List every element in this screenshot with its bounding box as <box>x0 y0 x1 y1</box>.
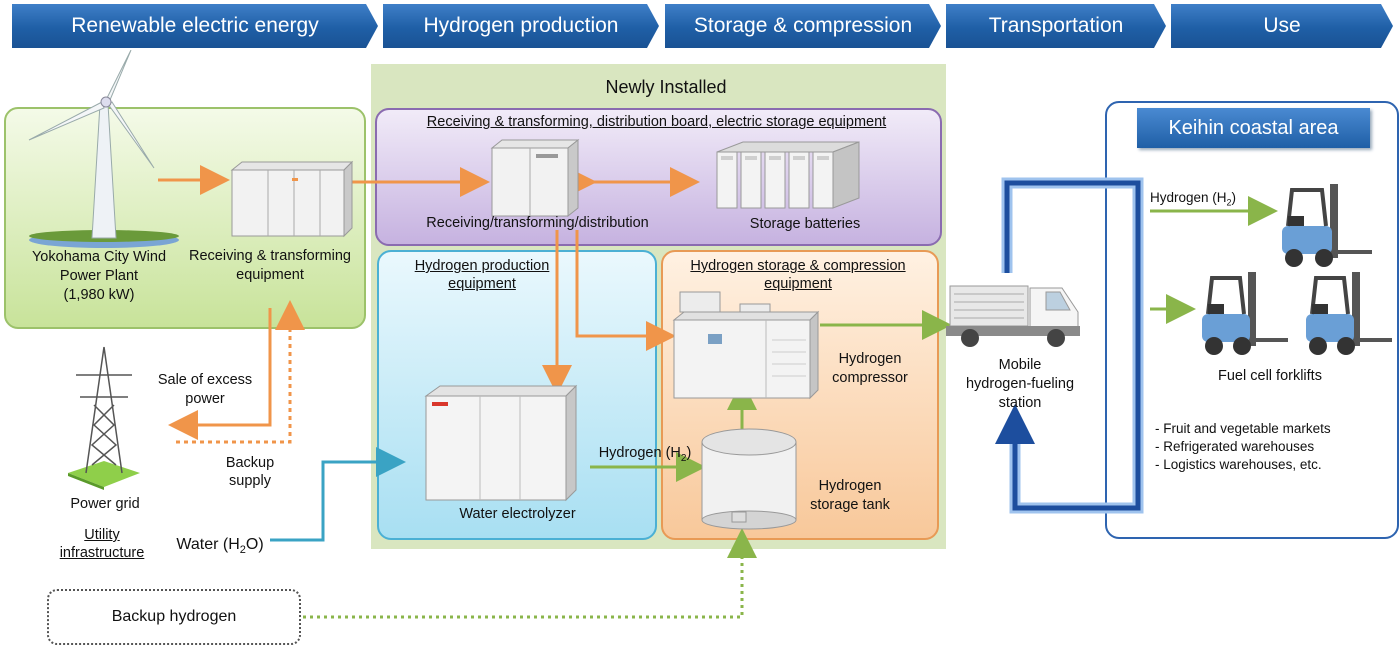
stage-transportation: Transportation <box>946 4 1166 48</box>
receiving-equipment-label-1: Receiving & transforming <box>189 248 351 264</box>
forklift-icon-3 <box>1306 272 1392 355</box>
hydrogen-flow-label: Hydrogen (H2) <box>598 445 692 464</box>
forklift-icon-1 <box>1282 184 1372 267</box>
hydrogen-truck-icon <box>946 285 1080 347</box>
mobile-station-label-1: Mobile <box>998 357 1042 373</box>
mobile-station-label-3: station <box>998 395 1042 411</box>
backup-hydrogen-box <box>47 589 301 645</box>
tank-label-1: Hydrogen <box>818 478 882 494</box>
use-item-1: - Fruit and vegetable markets <box>1155 421 1331 436</box>
receiving-box-title: Receiving & transforming, distribution b… <box>426 114 887 130</box>
wind-turbine-icon <box>28 50 179 248</box>
forklift-icon-2 <box>1202 272 1288 355</box>
h2-production-title-2: equipment <box>448 276 516 292</box>
electrolyzer-icon <box>424 384 578 502</box>
arrow-water <box>270 447 406 542</box>
storage-batteries-icon <box>716 141 860 209</box>
use-item-2: - Refrigerated warehouses <box>1155 439 1315 454</box>
sale-excess-label-2: power <box>185 391 225 407</box>
power-grid-label: Power grid <box>70 496 140 512</box>
arrow-backup-hydrogen <box>303 528 757 619</box>
h2-storage-title-2: equipment <box>764 276 832 292</box>
hydrogen-tank-icon <box>701 428 797 530</box>
receiving-cabinet-icon <box>230 160 354 238</box>
wind-label-2: Power Plant <box>59 268 139 284</box>
distribution-cabinet-icon <box>490 138 580 218</box>
arrow-backup-supply <box>176 300 305 444</box>
storage-batteries-label: Storage batteries <box>749 216 861 232</box>
wind-label-1: Yokohama City Wind <box>31 249 167 265</box>
hydrogen-use-label: Hydrogen (H2) <box>1150 190 1237 208</box>
compressor-label-1: Hydrogen <box>838 351 902 367</box>
water-label: Water (H2O) <box>176 536 264 557</box>
use-item-3: - Logistics warehouses, etc. <box>1155 457 1322 472</box>
stage-use: Use <box>1171 4 1393 48</box>
power-tower-icon <box>68 346 140 490</box>
newly-installed-title: Newly Installed <box>605 77 727 97</box>
arrow-sale-excess <box>168 308 272 440</box>
backup-supply-label-1: Backup <box>225 455 275 471</box>
compressor-label-2: compressor <box>832 370 908 386</box>
keihin-title: Keihin coastal area <box>1137 108 1370 148</box>
mobile-station-label-2: hydrogen-fueling <box>965 376 1075 392</box>
tank-label-2: storage tank <box>810 497 890 513</box>
sale-excess-label-1: Sale of excess <box>157 372 253 388</box>
utility-label-2: infrastructure <box>59 545 145 561</box>
h2-production-title-1: Hydrogen production <box>414 258 550 274</box>
wind-label-3: (1,980 kW) <box>63 287 135 303</box>
arrow-to-compressor <box>575 230 676 351</box>
stage-hydrogen-production: Hydrogen production <box>383 4 659 48</box>
h2-storage-title-1: Hydrogen storage & compression <box>690 258 906 274</box>
backup-hydrogen-label: Backup hydrogen <box>111 608 237 625</box>
electrolyzer-label: Water electrolyzer <box>459 506 576 522</box>
backup-supply-label-2: supply <box>229 473 271 489</box>
receiving-equipment-label-2: equipment <box>236 267 304 283</box>
compressor-icon <box>672 291 820 400</box>
forklifts-label: Fuel cell forklifts <box>1218 368 1322 384</box>
distribution-label: Receiving/transforming/distribution <box>426 215 649 231</box>
utility-label-1: Utility <box>84 527 120 543</box>
stage-renewable: Renewable electric energy <box>12 4 378 48</box>
stage-storage-compression: Storage & compression <box>665 4 941 48</box>
